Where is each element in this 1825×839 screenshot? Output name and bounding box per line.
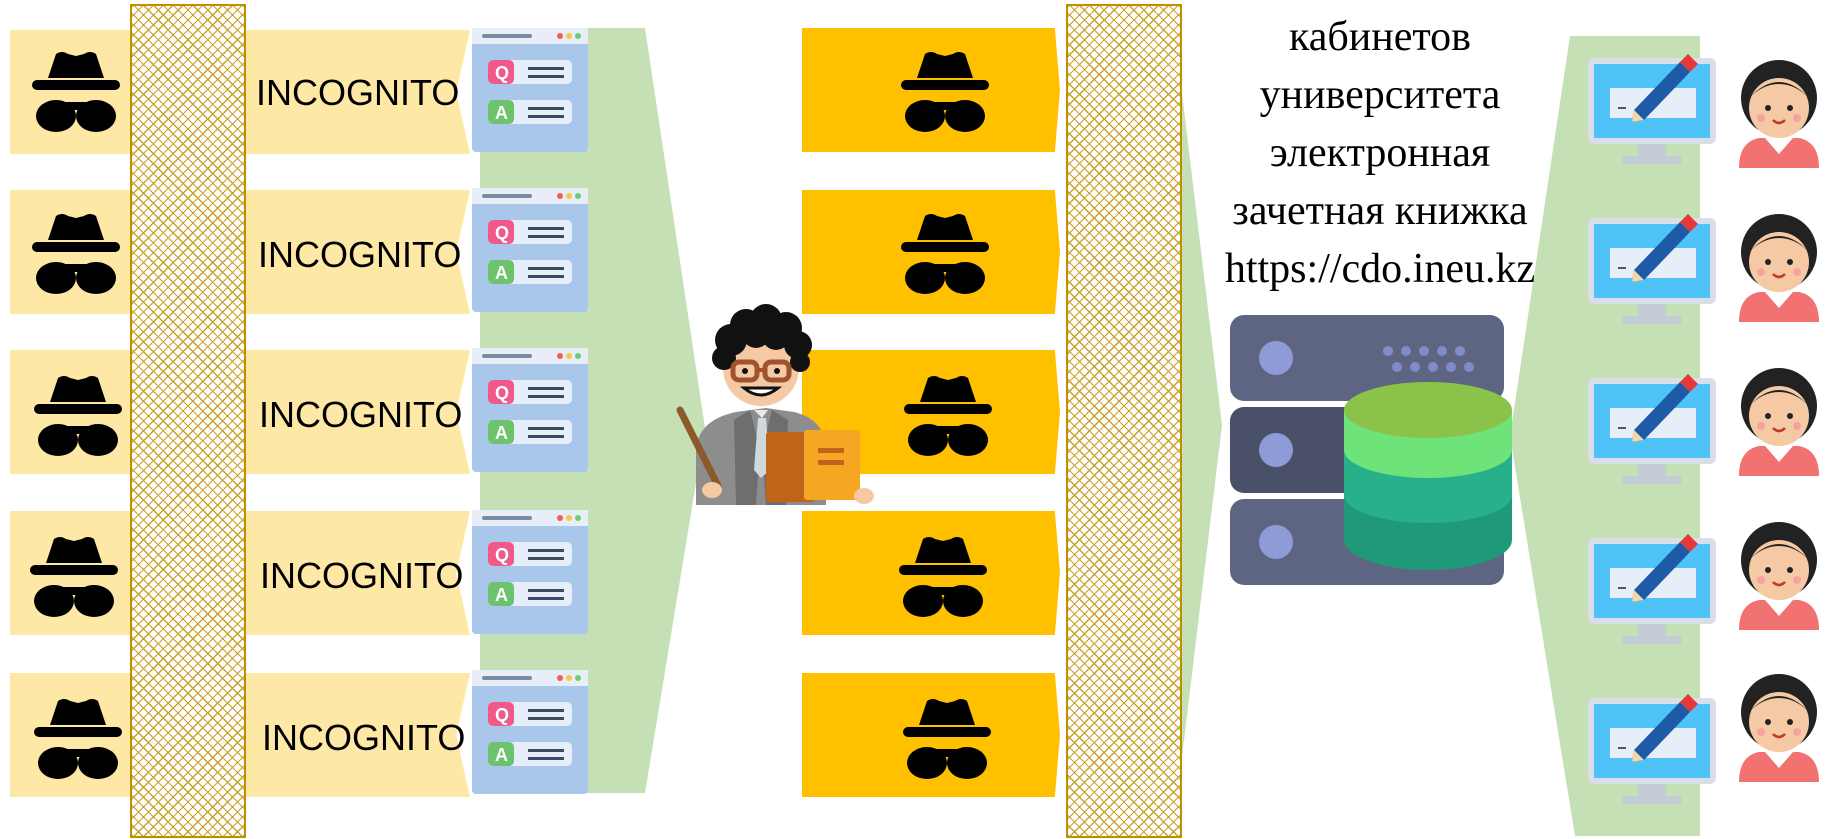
incognito-label: INCOGNITO — [258, 234, 462, 275]
incognito-label: INCOGNITO — [256, 72, 460, 113]
left-barrier — [130, 4, 246, 838]
svg-text:A: A — [495, 585, 508, 605]
svg-text:A: A — [495, 263, 508, 283]
incognito-spy-icon — [903, 699, 991, 779]
caption-line: университета — [1259, 72, 1501, 118]
computer-with-pencil-icon — [1588, 54, 1716, 164]
incognito-spy-icon — [901, 52, 989, 132]
middle-barrier — [1066, 4, 1182, 838]
computer-with-pencil-icon — [1588, 374, 1716, 484]
incognito-spy-icon — [904, 376, 992, 456]
svg-text:Q: Q — [495, 545, 509, 565]
incognito-spy-icon — [30, 537, 118, 617]
computer-with-pencil-icon — [1588, 694, 1716, 804]
incognito-label: INCOGNITO — [260, 555, 464, 596]
svg-text:Q: Q — [495, 705, 509, 725]
svg-text:Q: Q — [495, 63, 509, 83]
qa-browser-window-icon: Q A — [472, 188, 588, 312]
database-server-icon — [1230, 315, 1512, 585]
caption-line: электронная — [1269, 130, 1491, 176]
svg-text:Q: Q — [495, 223, 509, 243]
svg-text:A: A — [495, 745, 508, 765]
computer-with-pencil-icon — [1588, 534, 1716, 644]
svg-text:Q: Q — [495, 383, 509, 403]
student-girl-icon — [1739, 522, 1819, 630]
incognito-spy-icon — [32, 214, 120, 294]
student-girl-icon — [1739, 674, 1819, 782]
caption-line: зачетная книжка — [1232, 188, 1528, 234]
caption-line: кабинетов — [1288, 14, 1471, 60]
incognito-label: INCOGNITO — [259, 394, 463, 435]
incognito-spy-icon — [32, 52, 120, 132]
incognito-spy-icon — [899, 537, 987, 617]
caption-url: https://cdo.ineu.kz — [1224, 246, 1536, 292]
svg-text:A: A — [495, 423, 508, 443]
qa-browser-window-icon: Q A — [472, 28, 588, 152]
qa-browser-window-icon: Q A — [472, 670, 588, 794]
student-girl-icon — [1739, 368, 1819, 476]
qa-browser-window-icon: Q A — [472, 510, 588, 634]
student-girl-icon — [1739, 214, 1819, 322]
incognito-spy-icon — [34, 699, 122, 779]
caption: кабинетов университета электронная зачет… — [1190, 8, 1570, 298]
incognito-label: INCOGNITO — [262, 717, 466, 758]
incognito-spy-icon — [901, 214, 989, 294]
incognito-spy-icon — [34, 376, 122, 456]
middle-funnel — [1170, 35, 1222, 815]
student-girl-icon — [1739, 60, 1819, 168]
svg-text:A: A — [495, 103, 508, 123]
teacher-icon — [676, 304, 874, 505]
computer-with-pencil-icon — [1588, 214, 1716, 324]
qa-browser-window-icon: Q A — [472, 348, 588, 472]
